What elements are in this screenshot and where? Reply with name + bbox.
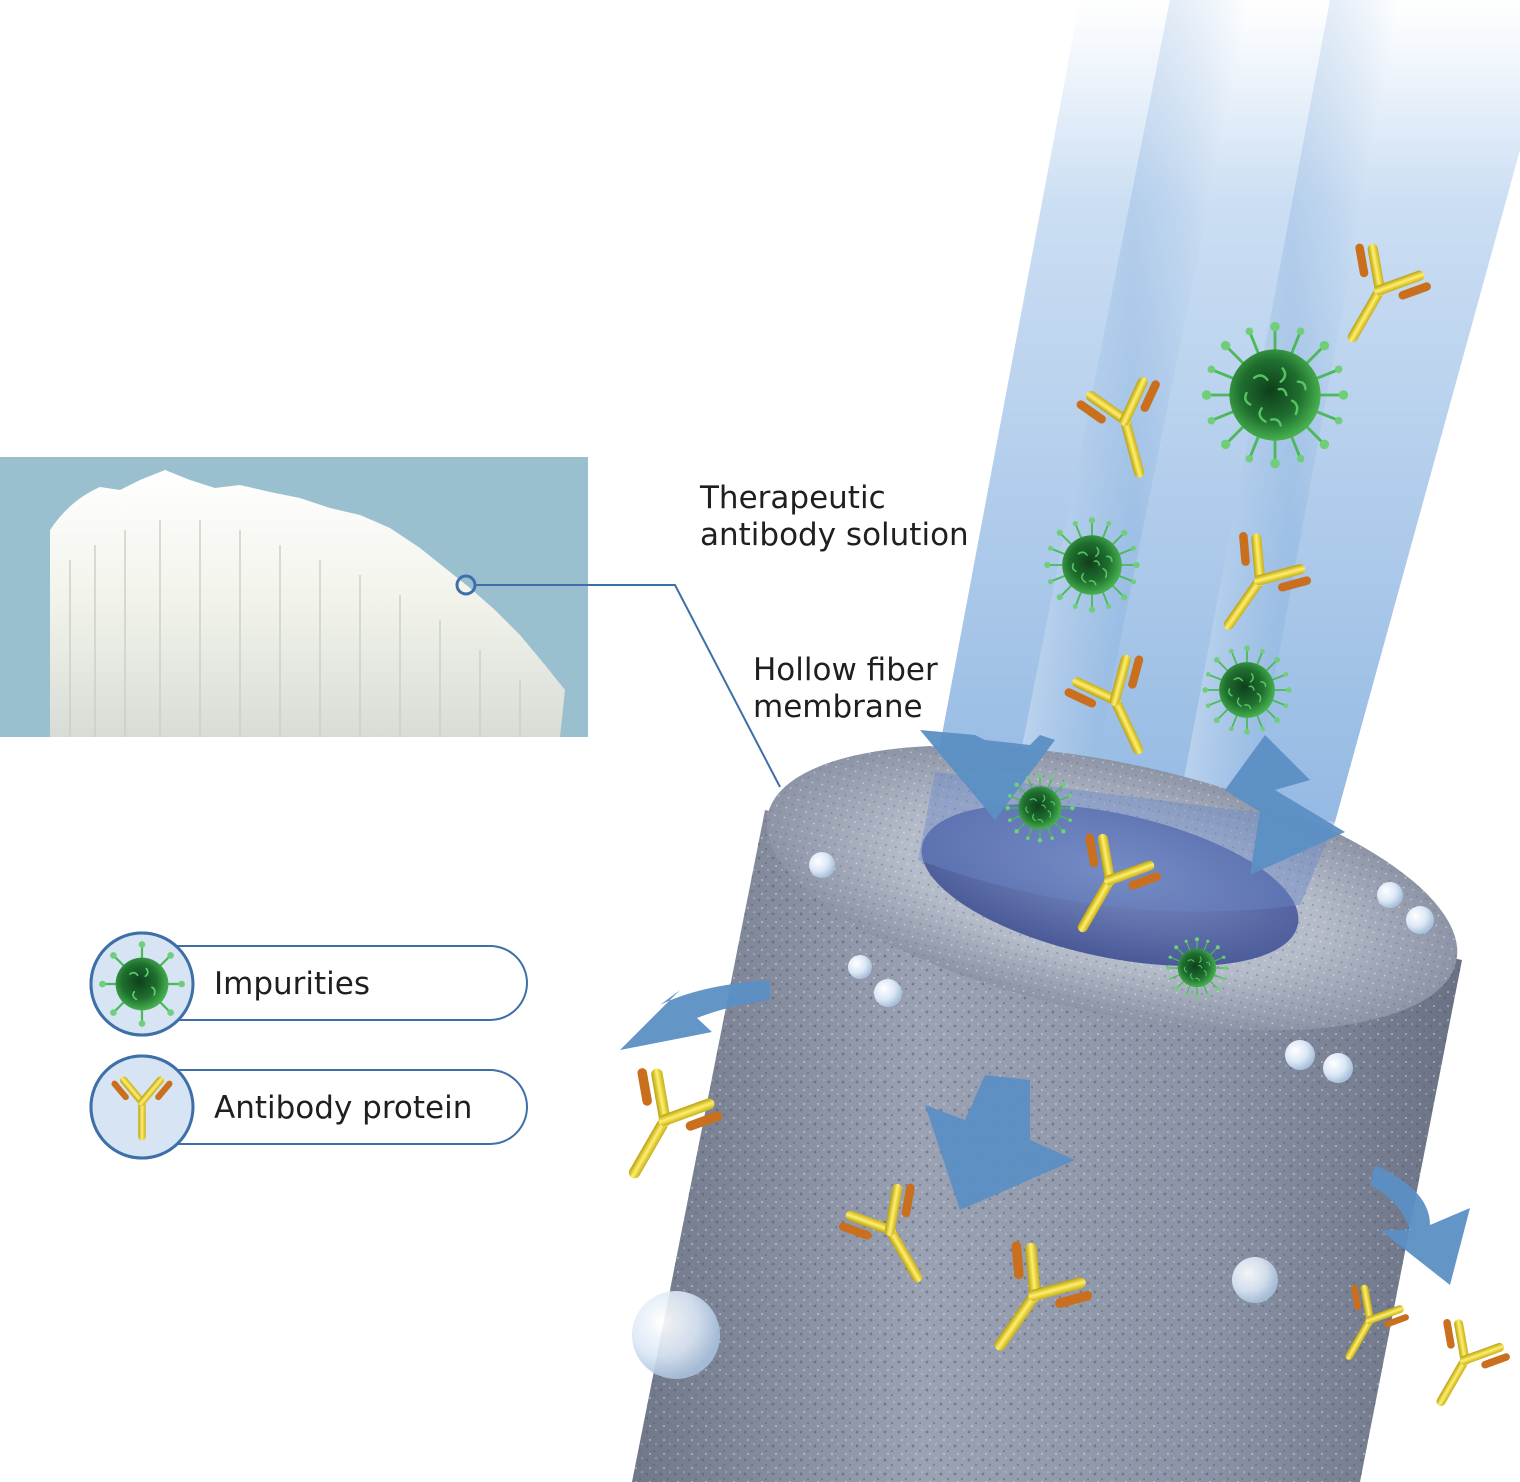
- bubbles: [632, 852, 1434, 1379]
- solution-label-line2: antibody solution: [700, 517, 969, 553]
- flow-arrows: [620, 730, 1470, 1285]
- leader-line: [475, 584, 781, 788]
- solution-label-line1: Therapeutic: [700, 480, 886, 516]
- fiber-bundle-inset: [0, 457, 588, 737]
- legend-pill-impurities: [168, 945, 528, 1021]
- membrane-label-line2: membrane: [753, 689, 923, 725]
- legend-label-antibody: Antibody protein: [214, 1090, 473, 1126]
- virus-icon: [99, 941, 185, 1027]
- legend-pill-antibody: [168, 1069, 528, 1145]
- solution-label: Therapeutic antibody solution: [700, 480, 969, 554]
- membrane-label: Hollow fiber membrane: [753, 652, 938, 726]
- legend-label-impurities: Impurities: [214, 966, 371, 1002]
- antibody-icon: [111, 1076, 173, 1141]
- membrane-label-line1: Hollow fiber: [753, 652, 938, 688]
